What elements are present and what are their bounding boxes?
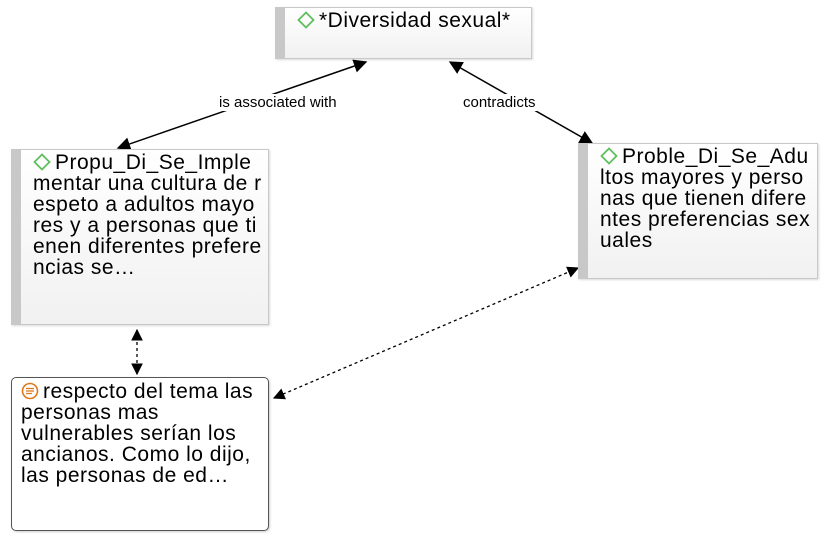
diamond-code-icon xyxy=(600,147,618,165)
diamond-code-icon xyxy=(33,153,51,171)
node-quotation[interactable]: respecto del tema las personas mas vulne… xyxy=(11,377,269,531)
node-propuesta[interactable]: Propu_Di_Se_Implementar una cultura de r… xyxy=(11,149,269,325)
node-bar xyxy=(12,150,21,324)
diamond-code-icon xyxy=(297,11,315,29)
quote-text: respecto del tema las personas mas vulne… xyxy=(21,380,254,487)
link-label-contradicts: contradicts xyxy=(462,94,537,111)
link-label-associated: is associated with xyxy=(218,94,338,111)
node-diversidad-sexual[interactable]: *Diversidad sexual* xyxy=(275,7,532,59)
link-problema-quote[interactable] xyxy=(272,266,580,400)
node-label: Propu_Di_Se_Implementar una cultura de r… xyxy=(33,151,262,279)
node-bar xyxy=(579,144,588,278)
node-label: Proble_Di_Se_Adultos mayores y personas … xyxy=(600,145,811,252)
node-problema[interactable]: Proble_Di_Se_Adultos mayores y personas … xyxy=(578,143,818,279)
node-bar xyxy=(276,8,285,58)
node-label: *Diversidad sexual* xyxy=(319,9,511,32)
quotation-icon xyxy=(21,382,39,400)
